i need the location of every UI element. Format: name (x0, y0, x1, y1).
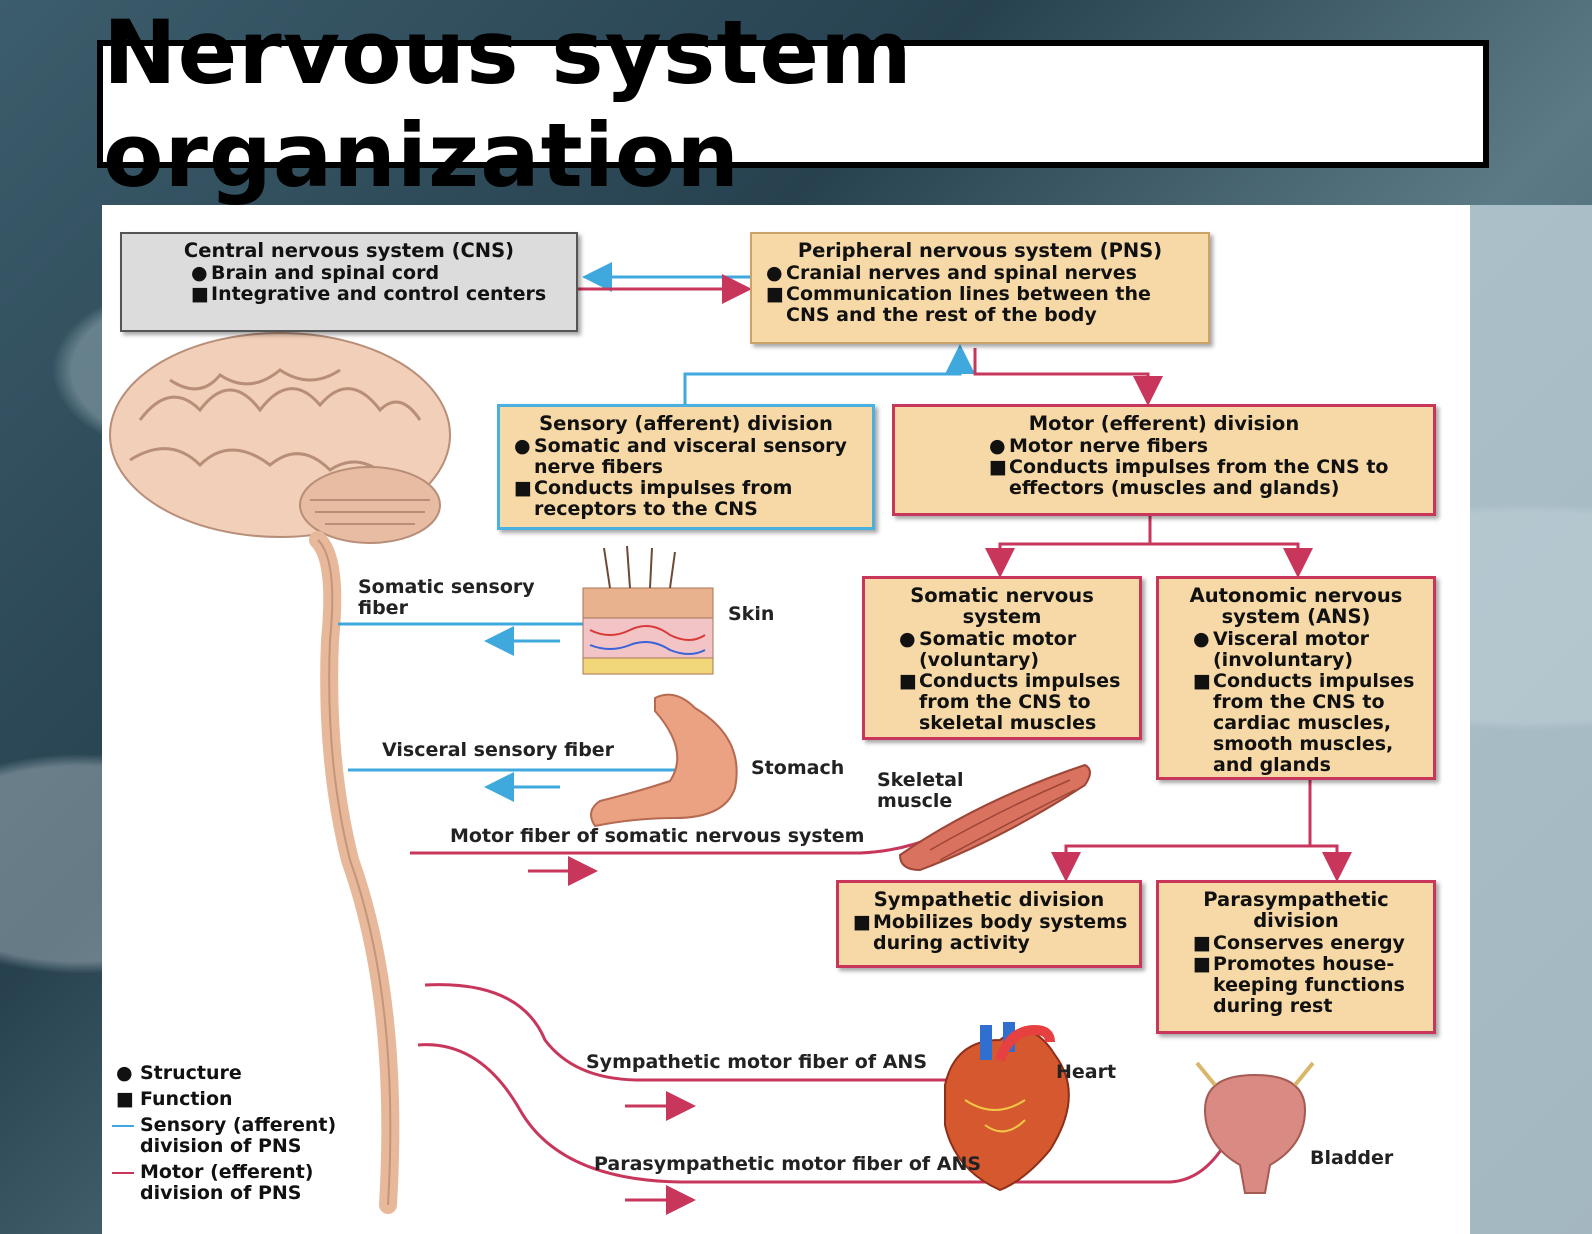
cns-item: ●Brain and spinal cord (191, 262, 440, 284)
bullet-function-icon: ■ (1193, 932, 1211, 954)
bullet-function-icon: ■ (1193, 670, 1211, 692)
visceral-sensory-fiber-label: Visceral sensory fiber (382, 739, 615, 761)
sensory-title: Sensory (afferent) division (539, 412, 833, 435)
bullet-structure-icon: ● (899, 628, 916, 650)
somatic-item: ●Somatic motor (voluntary) (899, 628, 1077, 671)
bullet-structure-icon: ● (766, 262, 783, 284)
bullet-function-icon: ■ (514, 477, 532, 499)
bullet-function-icon: ■ (116, 1088, 134, 1110)
somatic-nervous-system-box: Somatic nervous system ●Somatic motor (v… (862, 576, 1142, 740)
ans-to-parasympathetic-connector (1310, 844, 1352, 882)
bullet-structure-icon: ● (989, 435, 1006, 457)
stomach-illustration (590, 693, 738, 828)
cns-item: ■Integrative and control centers (191, 283, 547, 305)
legend-sensory: Sensory (afferent) division of PNS (112, 1115, 360, 1157)
sensory-connector (683, 344, 975, 404)
parasympathetic-motor-fiber-line (417, 1043, 1237, 1184)
title-box: Nervous system organization (97, 1, 1489, 207)
skeletal-muscle-label: Skeletal muscle (877, 769, 964, 812)
cns-title: Central nervous system (CNS) (183, 239, 515, 262)
legend-motor: Motor (efferent) division of PNS (112, 1162, 350, 1204)
parasympathetic-division-box: Parasympathetic division ■Conserves ener… (1156, 880, 1436, 1034)
bullet-structure-icon: ● (191, 262, 208, 284)
motor-division-box: Motor (efferent) division ●Motor nerve f… (892, 404, 1436, 516)
pns-item: ■Communication lines between the CNS and… (766, 283, 1151, 326)
sympathetic-motor-fiber-label: Sympathetic motor fiber of ANS (586, 1051, 928, 1073)
skeletal-muscle-illustration (898, 763, 1091, 872)
sensory-item: ■Conducts impulses from receptors to the… (514, 477, 793, 520)
skin-label: Skin (728, 603, 775, 625)
sensory-division-box: Sensory (afferent) division ●Somatic and… (497, 404, 875, 530)
pns-title: Peripheral nervous system (PNS) (797, 239, 1163, 262)
somatic-item: ■Conducts impulses from the CNS to skele… (899, 670, 1121, 734)
bullet-function-icon: ■ (766, 283, 784, 305)
sensory-item: ●Somatic and visceral sensory nerve fibe… (514, 435, 847, 478)
skin-illustration (582, 545, 714, 675)
spinal-cord-outline (317, 539, 392, 1206)
legend-function: ■Function (116, 1088, 233, 1110)
bullet-function-icon: ■ (989, 456, 1007, 478)
parasympathetic-item: ■Conserves energy (1193, 932, 1405, 954)
parasympathetic-title: Parasympathetic division (1203, 888, 1389, 932)
pns-box: Peripheral nervous system (PNS) ●Cranial… (750, 232, 1210, 344)
somatic-title: Somatic nervous system (910, 584, 1094, 628)
bullet-structure-icon: ● (514, 435, 531, 457)
legend-structure: ●Structure (116, 1062, 242, 1084)
bullet-function-icon: ■ (853, 911, 871, 933)
bullet-structure-icon: ● (1193, 628, 1210, 650)
ans-to-sympathetic-connector (1051, 780, 1312, 882)
page-title: Nervous system organization (103, 1, 913, 207)
motor-item: ■Conducts impulses from the CNS to effec… (989, 456, 1389, 499)
autonomic-nervous-system-box: Autonomic nervous system (ANS) ●Visceral… (1156, 576, 1436, 780)
sensory-line-icon (112, 1125, 134, 1127)
motor-somatic-fiber-label: Motor fiber of somatic nervous system (450, 825, 865, 847)
parasympathetic-motor-fiber-label: Parasympathetic motor fiber of ANS (594, 1153, 982, 1175)
stomach-label: Stomach (751, 757, 845, 779)
autonomic-item: ■Conducts impulses from the CNS to cardi… (1193, 670, 1415, 776)
bullet-function-icon: ■ (899, 670, 917, 692)
bullet-structure-icon: ● (116, 1062, 133, 1084)
sympathetic-division-box: Sympathetic division ■Mobilizes body sys… (836, 880, 1142, 968)
somatic-sensory-fiber-label: Somatic sensory fiber (358, 576, 535, 619)
bladder-illustration (1195, 1061, 1315, 1194)
brain-illustration (109, 332, 451, 544)
pns-item: ●Cranial nerves and spinal nerves (766, 262, 1137, 284)
heart-label: Heart (1056, 1061, 1117, 1083)
motor-title: Motor (efferent) division (1028, 412, 1300, 435)
motor-line-icon (112, 1172, 134, 1174)
background-right-strip (1470, 205, 1592, 1234)
motor-to-somatic-connector (985, 516, 1152, 578)
sympathetic-title: Sympathetic division (873, 888, 1105, 911)
motor-item: ●Motor nerve fibers (989, 435, 1208, 457)
cns-box: Central nervous system (CNS) ●Brain and … (120, 232, 578, 332)
bullet-function-icon: ■ (191, 283, 209, 305)
sympathetic-motor-fiber-line (424, 983, 985, 1082)
autonomic-title: Autonomic nervous system (ANS) (1189, 584, 1403, 628)
motor-to-autonomic-connector (1150, 542, 1313, 578)
parasympathetic-item: ■Promotes house-keeping functions during… (1193, 953, 1405, 1017)
bladder-label: Bladder (1310, 1147, 1394, 1169)
bullet-function-icon: ■ (1193, 953, 1211, 975)
heart-illustration (944, 1022, 1070, 1192)
motor-connector (973, 348, 1163, 406)
autonomic-item: ●Visceral motor (involuntary) (1193, 628, 1370, 671)
legend: ●Structure ■Function Sensory (afferent) … (112, 1063, 360, 1209)
sympathetic-item: ■Mobilizes body systems during activity (853, 911, 1128, 954)
